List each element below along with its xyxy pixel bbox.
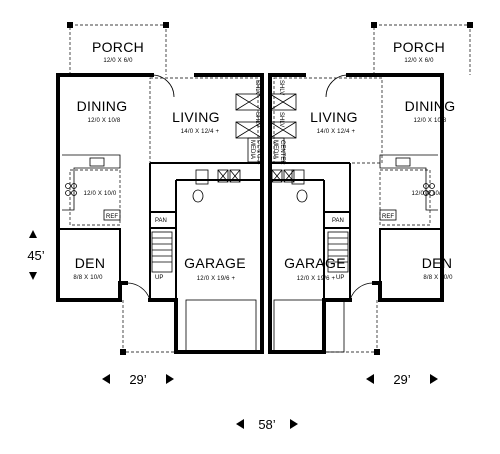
arrow-right-icon: [430, 374, 438, 384]
living-right-size: 14/0 X 12/4 +: [317, 129, 356, 135]
right-width-dimension: 29’: [393, 372, 410, 387]
porch-left-size: 12/0 X 6/0: [103, 58, 133, 64]
garage-right-name: GARAGE: [284, 255, 346, 271]
left-width-dimension: 29’: [129, 372, 146, 387]
den-left-name: DEN: [75, 255, 105, 271]
arrow-down-icon: [29, 272, 37, 280]
pan-left-label: PAN: [155, 218, 167, 224]
den-left-size: 8/8 X 10/0: [73, 275, 103, 281]
labels-right-unit: PORCH 12/0 X 6/0 DINING 12/0 X 10/8 LIVI…: [272, 39, 455, 282]
total-width-dimension: 58’: [258, 417, 275, 432]
arrow-left-icon: [236, 419, 244, 429]
pan-right-label: PAN: [332, 218, 344, 224]
kitchen-left-size: 12/0 X 10/0: [84, 191, 117, 197]
ref-left-label: REF: [106, 214, 118, 220]
shlv-right-label: SHLV: [278, 80, 284, 95]
arrow-left-icon: [366, 374, 374, 384]
interior-walls: [58, 162, 442, 300]
shlv-left-label-2: SHLV: [254, 112, 260, 127]
garage-left-name: GARAGE: [184, 255, 246, 271]
garage-right-size: 12/0 X 19/6 +: [297, 276, 336, 282]
den-right-size: 8/8 X 10/0: [423, 275, 453, 281]
shlv-right-label-2: SHLV: [278, 112, 284, 127]
porch-right-size: 12/0 X 6/0: [404, 58, 434, 64]
living-left-name: LIVING: [172, 109, 220, 125]
up-left-label: UP: [155, 275, 163, 281]
arrow-left-icon: [102, 374, 110, 384]
center-right-label: CENTER: [279, 140, 285, 165]
up-right-label: UP: [336, 275, 344, 281]
labels-left-unit: PORCH 12/0 X 6/0 DINING 12/0 X 10/8 LIVI…: [73, 39, 262, 282]
dimension-labels: 45’ 29’ 29’ 58’: [27, 248, 410, 432]
center-left-label: CENTER: [256, 140, 262, 165]
dining-right-name: DINING: [405, 98, 456, 114]
dining-right-size: 12/0 X 10/8: [414, 118, 447, 124]
porch-left-name: PORCH: [92, 39, 144, 55]
dimension-arrows: [29, 230, 438, 429]
arrow-right-icon: [290, 419, 298, 429]
media-left-label: MEDIA: [249, 140, 255, 159]
shlv-left-label: SHLV: [254, 80, 260, 95]
arrow-right-icon: [166, 374, 174, 384]
depth-dimension: 45’: [27, 248, 44, 263]
ref-right-label: REF: [382, 214, 394, 220]
porch-right-name: PORCH: [393, 39, 445, 55]
kitchen-right-size: 12/0 X 10/0: [412, 191, 445, 197]
fixtures: [62, 74, 438, 355]
porch-left: [67, 22, 169, 75]
porch-right: [371, 22, 473, 75]
living-left-size: 14/0 X 12/4 +: [181, 129, 220, 135]
arrow-up-icon: [29, 230, 37, 238]
dining-left-size: 12/0 X 10/8: [88, 118, 121, 124]
garage-left-size: 12/0 X 19/6 +: [197, 276, 236, 282]
den-right-name: DEN: [422, 255, 452, 271]
dining-left-name: DINING: [77, 98, 128, 114]
media-right-label: MEDIA: [272, 140, 278, 159]
living-right-name: LIVING: [310, 109, 358, 125]
